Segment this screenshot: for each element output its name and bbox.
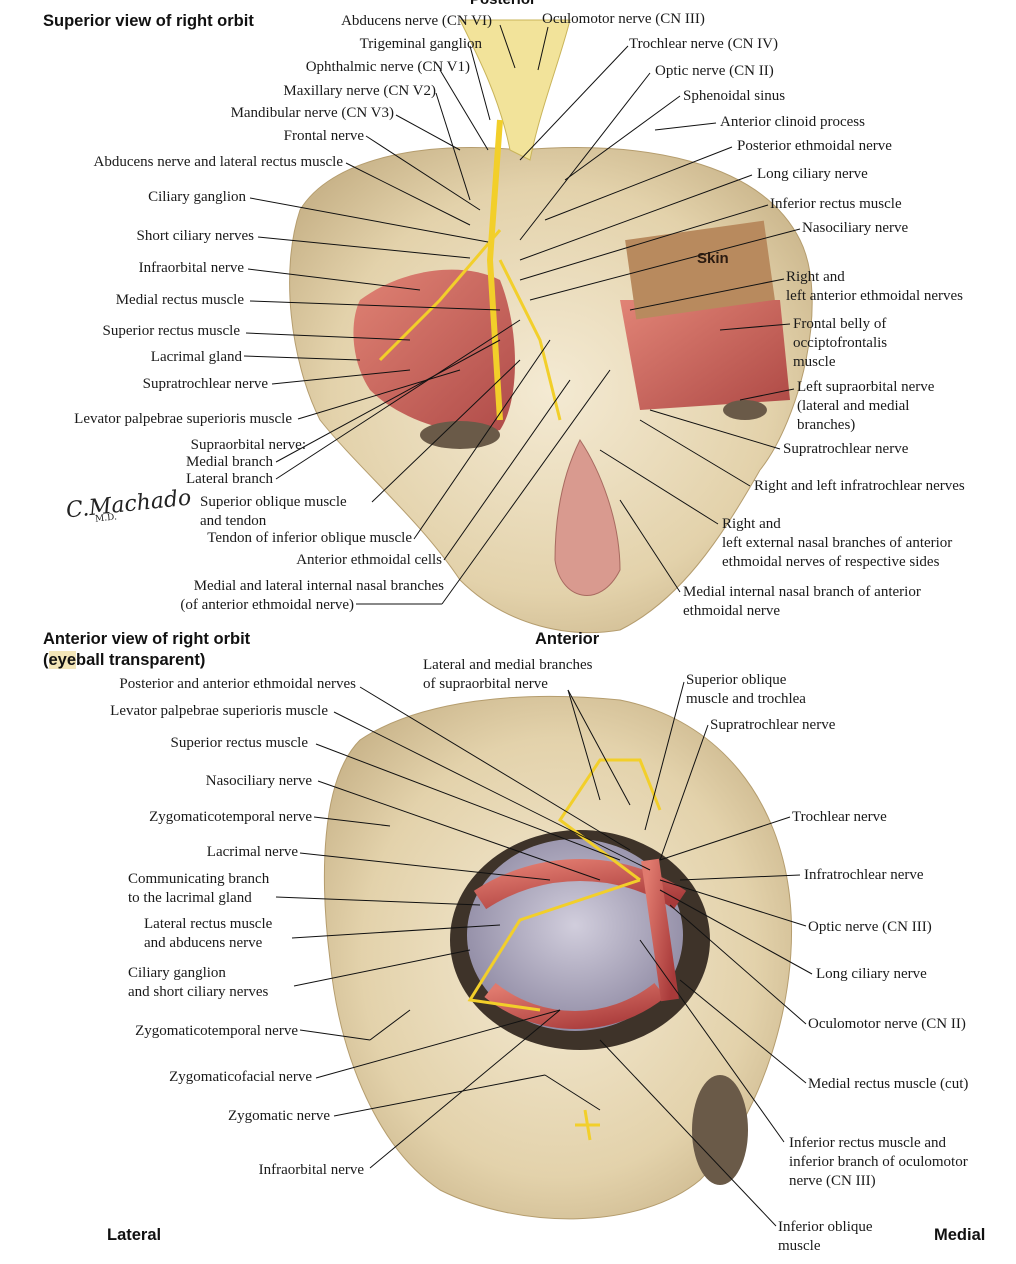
label-frontal-belly-3: muscle: [793, 354, 836, 370]
label-left-supraorbital-3: branches): [797, 417, 856, 433]
label-frontal-belly-2: occiptofrontalis: [793, 335, 888, 351]
label-superior-rectus-muscle-top: Superior rectus muscle: [102, 323, 240, 339]
label-medial-branch: Medial branch: [185, 454, 273, 470]
label-superior-rectus-muscle-bottom: Superior rectus muscle: [170, 735, 308, 751]
label-supratrochlear-nerve-bottom: Supratrochlear nerve: [710, 717, 836, 733]
label-right-left-anterior-ethmoidal-1: Right and: [786, 269, 845, 285]
bottom-view-subtitle: (eyeball transparent): [43, 651, 206, 669]
label-external-nasal-1: Right and: [722, 516, 781, 532]
label-ciliary-ganglion-bottom-1: Ciliary ganglion: [128, 965, 226, 981]
label-oculomotor-nerve: Oculomotor nerve (CN III): [542, 11, 705, 27]
label-supraorbital-branches-2: of supraorbital nerve: [423, 676, 548, 692]
label-superior-oblique-trochlea-2: muscle and trochlea: [686, 691, 806, 707]
label-medial-internal-nasal-1: Medial internal nasal branch of anterior: [683, 584, 921, 600]
bottom-view-title: Anterior view of right orbit: [43, 630, 251, 648]
label-frontal-nerve: Frontal nerve: [283, 128, 364, 144]
label-nasociliary-nerve-bottom: Nasociliary nerve: [205, 773, 312, 789]
label-internal-nasal-1: Medial and lateral internal nasal branch…: [193, 578, 444, 594]
label-oculomotor-nerve-bottom: Oculomotor nerve (CN II): [808, 1016, 966, 1032]
posterior-label: Posterior: [470, 0, 536, 8]
label-superior-oblique-2: and tendon: [200, 513, 267, 529]
label-supraorbital-branches-1: Lateral and medial branches: [423, 657, 593, 673]
label-ciliary-ganglion-bottom-2: and short ciliary nerves: [128, 984, 269, 1000]
label-supraorbital-nerve: Supraorbital nerve:: [190, 437, 306, 453]
label-trochlear-nerve-bottom: Trochlear nerve: [792, 809, 887, 825]
label-right-left-anterior-ethmoidal-2: left anterior ethmoidal nerves: [786, 288, 964, 304]
label-lacrimal-nerve: Lacrimal nerve: [206, 844, 298, 860]
medial-label: Medial: [934, 1226, 986, 1244]
label-long-ciliary-nerve: Long ciliary nerve: [757, 166, 868, 182]
label-external-nasal-3: ethmoidal nerves of respective sides: [722, 554, 940, 570]
leader-lines: [243, 24, 813, 1227]
top-view-title: Superior view of right orbit: [43, 12, 254, 30]
label-levator-palpebrae-bottom: Levator palpebrae superioris muscle: [110, 703, 328, 719]
label-inferior-oblique-2: muscle: [778, 1238, 821, 1254]
label-left-supraorbital-1: Left supraorbital nerve: [797, 379, 935, 395]
label-external-nasal-2: left external nasal branches of anterior: [722, 535, 953, 551]
label-levator-palpebrae-top: Levator palpebrae superioris muscle: [74, 411, 292, 427]
label-abducens-nerve: Abducens nerve (CN VI): [341, 13, 492, 29]
label-supratrochlear-nerve-top-right: Supratrochlear nerve: [783, 441, 909, 457]
label-inferior-rectus-bottom-2: inferior branch of oculomotor: [789, 1154, 968, 1170]
label-abducens-lateral-rectus: Abducens nerve and lateral rectus muscle: [93, 154, 343, 170]
label-inferior-rectus-bottom-3: nerve (CN III): [789, 1173, 876, 1189]
label-medial-internal-nasal-2: ethmoidal nerve: [683, 603, 781, 619]
label-long-ciliary-nerve-bottom: Long ciliary nerve: [816, 966, 927, 982]
label-medial-rectus-cut: Medial rectus muscle (cut): [808, 1076, 969, 1092]
label-inferior-rectus-muscle: Inferior rectus muscle: [770, 196, 902, 212]
label-left-supraorbital-2: (lateral and medial: [797, 398, 910, 414]
label-ethmoidal-nerves: Posterior and anterior ethmoidal nerves: [119, 676, 356, 692]
label-optic-nerve: Optic nerve (CN II): [655, 63, 774, 79]
label-optic-nerve-bottom: Optic nerve (CN III): [808, 919, 932, 935]
label-ciliary-ganglion: Ciliary ganglion: [148, 189, 246, 205]
label-posterior-ethmoidal-nerve: Posterior ethmoidal nerve: [737, 138, 892, 154]
label-trochlear-nerve: Trochlear nerve (CN IV): [629, 36, 778, 52]
label-infraorbital-nerve-bottom: Infraorbital nerve: [258, 1162, 364, 1178]
label-lacrimal-gland: Lacrimal gland: [150, 349, 242, 365]
label-maxillary-nerve: Maxillary nerve (CN V2): [283, 83, 436, 99]
label-tendon-inferior-oblique: Tendon of inferior oblique muscle: [207, 530, 412, 546]
label-superior-oblique-trochlea-1: Superior oblique: [686, 672, 787, 688]
label-zygomaticotemporal-nerve-1: Zygomaticotemporal nerve: [149, 809, 312, 825]
label-sphenoidal-sinus: Sphenoidal sinus: [683, 88, 786, 104]
label-communicating-branch-2: to the lacrimal gland: [128, 890, 252, 906]
label-zygomaticotemporal-nerve-2: Zygomaticotemporal nerve: [135, 1023, 298, 1039]
label-internal-nasal-2: (of anterior ethmoidal nerve): [180, 597, 354, 613]
label-anterior-ethmoidal-cells: Anterior ethmoidal cells: [296, 552, 442, 568]
label-short-ciliary-nerves: Short ciliary nerves: [136, 228, 254, 244]
label-infraorbital-nerve-top: Infraorbital nerve: [138, 260, 244, 276]
label-nasociliary-nerve: Nasociliary nerve: [802, 220, 909, 236]
label-mandibular-nerve: Mandibular nerve (CN V3): [230, 105, 394, 121]
label-zygomatic-nerve: Zygomatic nerve: [227, 1108, 330, 1124]
label-superior-oblique-1: Superior oblique muscle: [200, 494, 347, 510]
label-infratrochlear-nerves: Right and left infratrochlear nerves: [754, 478, 965, 494]
label-anterior-clinoid-process: Anterior clinoid process: [720, 114, 865, 130]
label-medial-rectus-muscle-top: Medial rectus muscle: [115, 292, 244, 308]
label-zygomaticofacial-nerve: Zygomaticofacial nerve: [169, 1069, 312, 1085]
label-ophthalmic-nerve: Ophthalmic nerve (CN V1): [305, 59, 470, 75]
skin-label: Skin: [697, 250, 729, 267]
label-communicating-branch-1: Communicating branch: [128, 871, 270, 887]
label-lateral-rectus-2: and abducens nerve: [144, 935, 263, 951]
label-trigeminal-ganglion: Trigeminal ganglion: [359, 36, 482, 52]
label-lateral-branch: Lateral branch: [185, 471, 273, 487]
label-infratrochlear-nerve: Infratrochlear nerve: [804, 867, 924, 883]
label-inferior-oblique-1: Inferior oblique: [778, 1219, 873, 1235]
bottom-skull: [323, 695, 793, 1220]
label-supratrochlear-nerve-top-left: Supratrochlear nerve: [142, 376, 268, 392]
lateral-label: Lateral: [107, 1226, 162, 1244]
label-inferior-rectus-bottom-1: Inferior rectus muscle and: [789, 1135, 947, 1151]
label-frontal-belly-1: Frontal belly of: [793, 316, 887, 332]
label-lateral-rectus-1: Lateral rectus muscle: [144, 916, 273, 932]
anterior-label: Anterior: [535, 630, 600, 648]
